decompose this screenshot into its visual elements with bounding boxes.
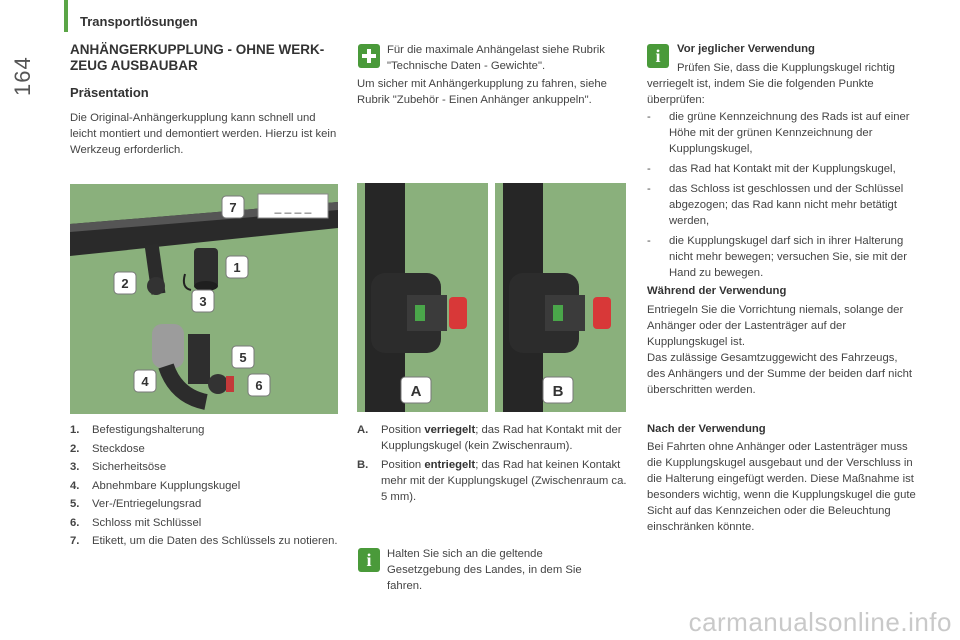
weight-note: Für die maximale Anhängelast siehe Rubri… <box>387 44 605 72</box>
figure-label-2: 2 <box>121 276 128 291</box>
during-use-text-1: Entriegeln Sie die Vorrichtung niemals, … <box>647 304 904 348</box>
list-item: 1.Befestigungshalterung <box>70 424 205 436</box>
figure-label-7: 7 <box>229 200 236 215</box>
figure-label-1: 1 <box>233 260 240 275</box>
after-use-heading: Nach der Verwendung <box>647 423 766 435</box>
safety-text: Um sicher mit Anhängerkupplung zu fahren… <box>357 78 607 106</box>
list-item: A. Position verriegelt; das Rad hat Kont… <box>357 424 622 452</box>
list-item: -das Schloss ist geschlossen und der Sch… <box>647 183 904 227</box>
after-use-text: Bei Fahrten ohne Anhänger oder Lastenträ… <box>647 441 916 533</box>
list-item: 3.Sicherheitsöse <box>70 461 167 473</box>
parts-list: 1.Befestigungshalterung 2.Steckdose 3.Si… <box>70 422 340 552</box>
figure-a: A <box>357 183 488 412</box>
during-use-text-2: Das zulässige Gesamtzuggewicht des Fahrz… <box>647 352 913 396</box>
figure-label-3: 3 <box>199 294 206 309</box>
figure-label-6: 6 <box>255 378 262 393</box>
subtitle: Präsentation <box>70 85 149 100</box>
positions-list: A. Position verriegelt; das Rad hat Kont… <box>357 422 627 508</box>
plus-icon <box>358 44 380 68</box>
unlocked-illustration: B <box>495 183 626 412</box>
list-item: 7.Etikett, um die Daten des Schlüssels z… <box>70 535 338 547</box>
towbar-illustration: _ _ _ _ 7 1 2 3 4 5 6 <box>70 184 338 414</box>
figure-a-label: A <box>411 383 422 400</box>
section-title: Transportlösungen <box>80 14 198 29</box>
figure-b-label: B <box>553 383 564 400</box>
info-icon: i <box>647 44 669 68</box>
list-item: -die Kupplungskugel darf sich in ihrer H… <box>647 235 907 279</box>
figure-tag: _ _ _ _ <box>274 200 312 214</box>
before-use-intro: Prüfen Sie, dass die Kupplungskugel rich… <box>647 62 895 106</box>
intro-text: Die Original-Anhängerkupplung kann schne… <box>70 112 337 156</box>
list-item: 4.Abnehmbare Kupplungskugel <box>70 479 241 492</box>
info-icon: i <box>358 548 380 572</box>
list-item: 5.Ver-/Entriegelungsrad <box>70 498 202 510</box>
header-accent-bar <box>64 0 68 32</box>
page-title: ANHÄNGERKUPPLUNG - OHNE WERK- ZEUG AUSBA… <box>70 42 325 73</box>
check-list: -die grüne Kennzeichnung des Rads ist au… <box>647 109 917 285</box>
watermark: carmanualsonline.info <box>688 607 952 637</box>
list-item: -die grüne Kennzeichnung des Rads ist au… <box>647 111 910 155</box>
figure-label-5: 5 <box>239 350 246 365</box>
info-note: Halten Sie sich an die geltende Gesetzge… <box>387 548 582 592</box>
figure-b: B <box>495 183 626 412</box>
during-use-heading: Während der Verwendung <box>647 285 787 297</box>
towbar-figure: _ _ _ _ 7 1 2 3 4 5 6 <box>70 184 338 414</box>
list-item: 2.Steckdose <box>70 442 145 455</box>
before-use-heading: Vor jeglicher Verwendung <box>677 43 815 55</box>
locked-illustration: A <box>357 183 488 412</box>
list-item: 6.Schloss mit Schlüssel <box>70 516 202 529</box>
page-number: 164 <box>10 56 35 96</box>
list-item: -das Rad hat Kontakt mit der Kupplungsku… <box>647 163 896 175</box>
list-item: B. Position entriegelt; das Rad hat kein… <box>357 459 627 503</box>
figure-label-4: 4 <box>141 374 149 389</box>
